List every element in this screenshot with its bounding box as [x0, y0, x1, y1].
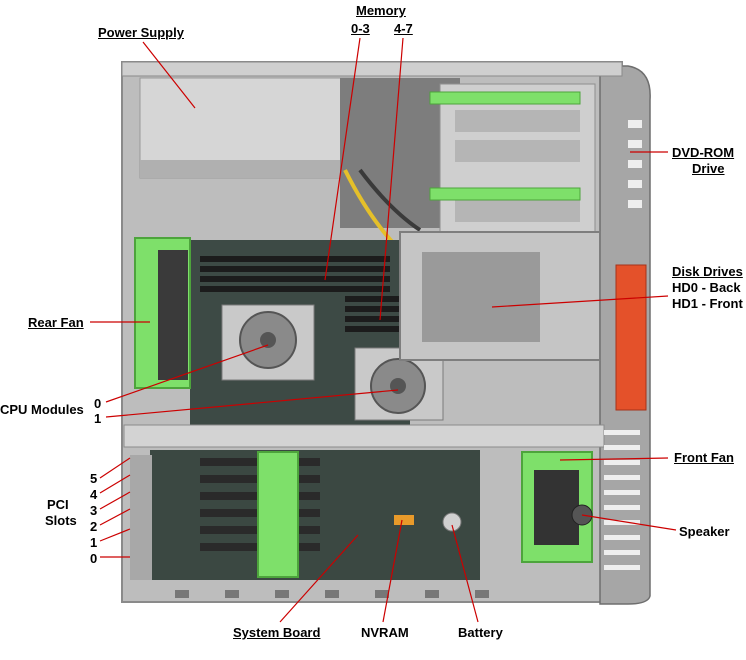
label-disk-drives: Disk Drives [672, 264, 743, 279]
drive-bay-slot-3 [455, 200, 580, 222]
label-hd1: HD1 - Front [672, 296, 743, 311]
disk-drive-grille [422, 252, 540, 342]
drive-bay-slot-2 [455, 140, 580, 162]
leader-memory-0-3 [324, 37, 361, 281]
leader-pci-5 [99, 457, 131, 479]
pci-bracket-column [130, 455, 152, 580]
battery-cell [442, 512, 462, 532]
leader-nvram [382, 519, 403, 623]
label-cpu-1: 1 [94, 411, 102, 426]
front-lower-vents [604, 430, 640, 570]
label-power-supply: Power Supply [98, 25, 184, 40]
label-pci-slot-5: 5 [90, 471, 98, 486]
label-memory-0-3: 0-3 [351, 21, 370, 36]
label-rear-fan: Rear Fan [28, 315, 84, 330]
label-battery: Battery [458, 625, 503, 640]
drive-bay-slot-1 [455, 110, 580, 132]
label-memory-4-7: 4-7 [394, 21, 413, 36]
leader-memory-4-7 [379, 37, 404, 321]
label-cpu-modules: CPU Modules [0, 402, 84, 417]
leader-cpu-1 [105, 389, 399, 418]
leader-pci-1 [99, 528, 131, 542]
label-nvram: NVRAM [361, 625, 409, 640]
label-dvd-rom-line2: Drive [692, 161, 725, 176]
label-pci-slot-4: 4 [90, 487, 98, 502]
front-fan-blades [534, 470, 579, 545]
top-rim [121, 61, 623, 77]
drive-cable-2 [358, 168, 422, 232]
label-system-board: System Board [233, 625, 321, 640]
pci-retainer [257, 451, 299, 578]
leader-front-fan [559, 457, 669, 461]
dvd-bezel-slots [628, 120, 642, 208]
leader-power-supply [142, 41, 196, 109]
label-hd0: HD0 - Back [672, 280, 741, 295]
label-pci-line2: Slots [45, 513, 77, 528]
label-speaker: Speaker [679, 524, 730, 539]
label-dvd-rom-line1: DVD-ROM [672, 145, 735, 160]
label-pci-slot-3: 3 [90, 503, 98, 518]
middle-rail [123, 424, 605, 448]
leader-pci-3 [99, 491, 131, 510]
power-supply-shadow [140, 160, 355, 178]
chassis-feet [175, 590, 489, 598]
label-cpu-0: 0 [94, 396, 102, 411]
label-pci-slot-1: 1 [90, 535, 98, 550]
label-pci-line1: PCI [47, 497, 69, 512]
leader-cpu-0 [105, 344, 269, 403]
drive-rail-bottom [429, 187, 581, 201]
leader-pci-2 [99, 508, 131, 526]
leader-speaker [581, 514, 677, 531]
rear-fan-blades [158, 250, 188, 380]
leader-system-board [279, 534, 359, 623]
leader-disk-drives [491, 295, 669, 308]
leader-battery [451, 524, 479, 623]
drive-rail-top [429, 91, 581, 105]
label-pci-slot-0: 0 [90, 551, 98, 566]
label-pci-slot-2: 2 [90, 519, 98, 534]
label-memory: Memory [356, 3, 406, 18]
label-front-fan: Front Fan [674, 450, 734, 465]
disk-drive-handle [615, 264, 647, 411]
nvram-chip [394, 515, 414, 525]
leader-pci-4 [99, 474, 131, 494]
